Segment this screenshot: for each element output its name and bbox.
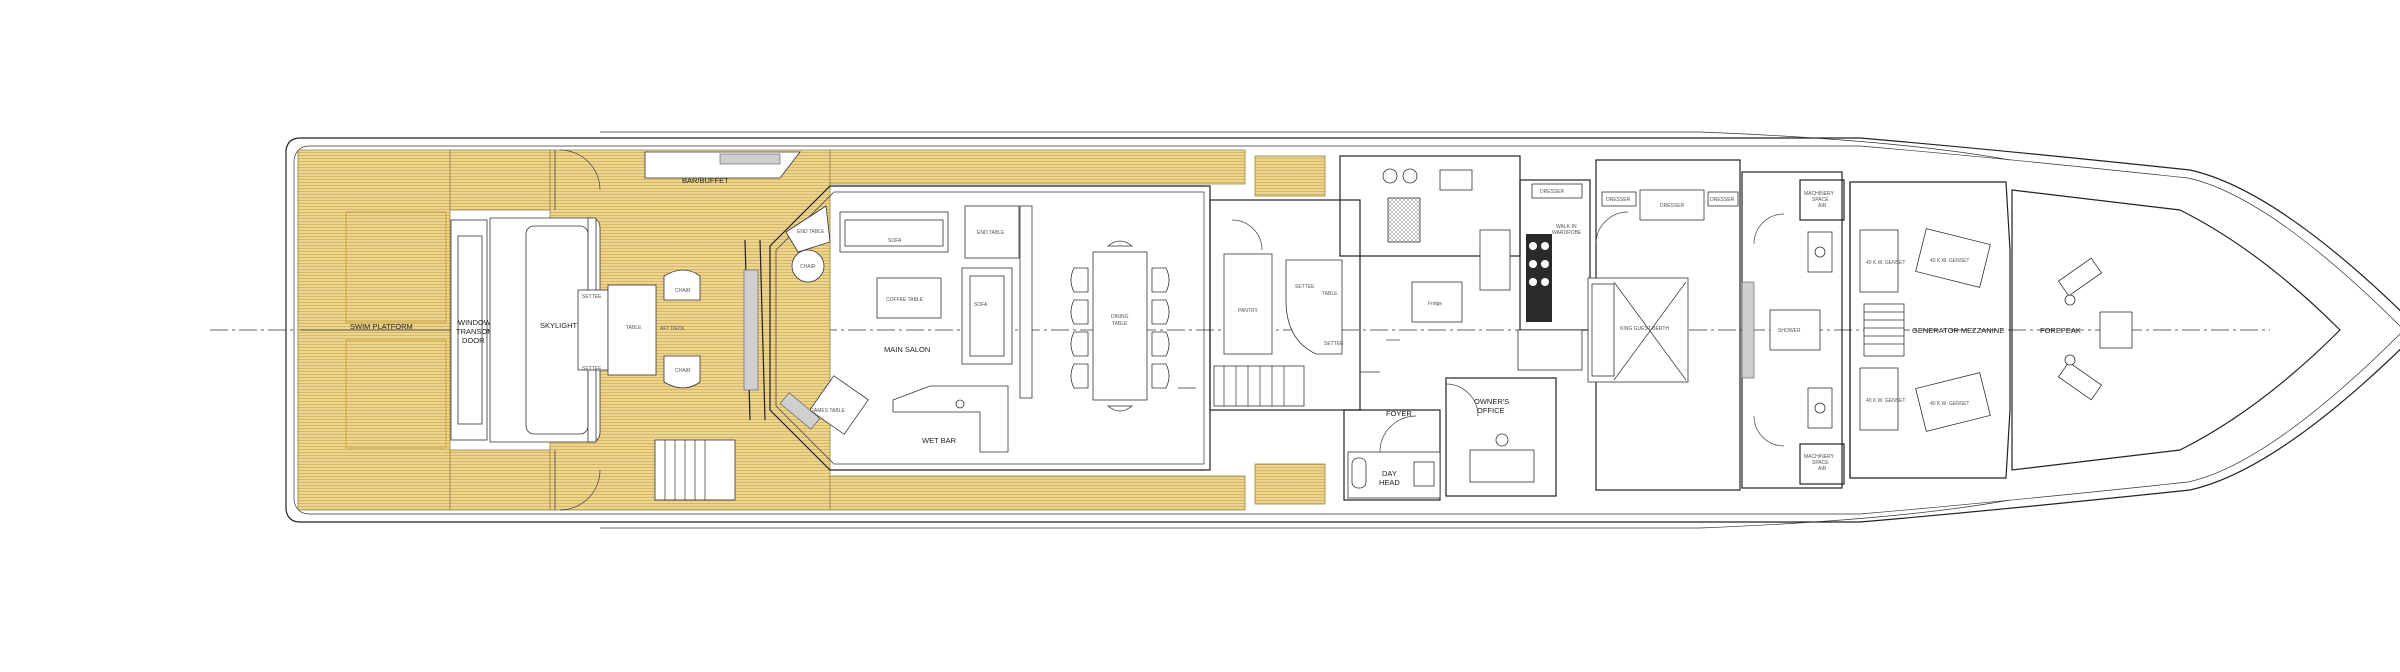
bulkhead-aft bbox=[743, 239, 766, 421]
hull-outline bbox=[285, 131, 2400, 529]
coffee-table: COFFEE TABLE bbox=[886, 297, 924, 303]
foyer-label: FOYER bbox=[1386, 409, 1412, 418]
king-guest-berth: KING GUEST BERTH bbox=[1620, 326, 1669, 332]
dresser-1: DRESSER bbox=[1540, 189, 1565, 195]
wet-bar-label: WET BAR bbox=[922, 436, 957, 445]
bar-buffet: BAR/BUFFET bbox=[644, 151, 801, 185]
settee-dinette-low: SETTEE bbox=[1324, 341, 1344, 347]
annotation-marks bbox=[1178, 339, 1400, 389]
dresser-2: DRESSER bbox=[1606, 197, 1631, 203]
main-salon: END TABLE CHAIR SOFA END TABLE COFFEE TA… bbox=[769, 185, 1211, 471]
genset-1: 40 K.W. GENSET bbox=[1866, 260, 1905, 266]
settee-dinette: SETTEE bbox=[1295, 284, 1315, 290]
skylight-label: SKYLIGHT bbox=[540, 321, 578, 330]
bar-buffet-label: BAR/BUFFET bbox=[682, 176, 729, 185]
dresser-4: DRESSER bbox=[1710, 197, 1735, 203]
aft-deck-label: AFT DECK bbox=[660, 326, 685, 332]
table-dinette: TABLE bbox=[1322, 291, 1338, 297]
sofa-top: SOFA bbox=[888, 238, 902, 244]
side-decks bbox=[829, 149, 1326, 511]
aft-deck: SKYLIGHT SETTEE SETTEE TABLE CHAIR CHAIR… bbox=[489, 149, 831, 511]
dresser-3: DRESSER bbox=[1660, 203, 1685, 209]
swim-platform: SWIM PLATFORM bbox=[297, 149, 451, 511]
genset-3: 40 K.W. GENSET bbox=[1930, 258, 1969, 264]
table-aft: TABLE bbox=[626, 325, 642, 331]
forepeak-label: FOREPEAK bbox=[2040, 326, 2081, 335]
main-salon-label: MAIN SALON bbox=[884, 345, 930, 354]
settee-aft-bottom: SETTEE bbox=[582, 366, 602, 372]
heads: SHOWER bbox=[1741, 171, 1843, 489]
chair-aft-bottom: CHAIR bbox=[675, 368, 691, 374]
genset-4: 40 K.W. GENSET bbox=[1930, 401, 1969, 407]
settee-aft-top: SETTEE bbox=[582, 294, 602, 300]
generator-mezzanine: 40 K.W. GENSET 40 K.W. GENSET 40 K.W. GE… bbox=[1849, 181, 2011, 479]
galley: PANTRY SETTEE TABLE SETTEE bbox=[1209, 199, 1361, 411]
guest-stateroom: DRESSER DRESSER DRESSER KING GUEST BERTH bbox=[1587, 159, 1741, 491]
generator-mezzanine-label: GENERATOR MEZZANINE bbox=[1912, 326, 2004, 335]
end-table-port: END TABLE bbox=[797, 229, 825, 235]
sofa-side: SOFA bbox=[974, 302, 988, 308]
forepeak: FOREPEAK bbox=[2011, 189, 2341, 471]
swim-platform-label: SWIM PLATFORM bbox=[350, 322, 413, 331]
chair-aft-top: CHAIR bbox=[675, 288, 691, 294]
fridge-label: Fridge bbox=[1428, 301, 1442, 307]
shower-label: SHOWER bbox=[1778, 328, 1801, 334]
games-table: GAMES TABLE bbox=[810, 408, 845, 414]
end-table-stbd: END TABLE bbox=[977, 230, 1005, 236]
chair-salon: CHAIR bbox=[800, 264, 816, 270]
pantry-label: PANTRY bbox=[1238, 308, 1258, 314]
genset-2: 40 K.W. GENSET bbox=[1866, 398, 1905, 404]
